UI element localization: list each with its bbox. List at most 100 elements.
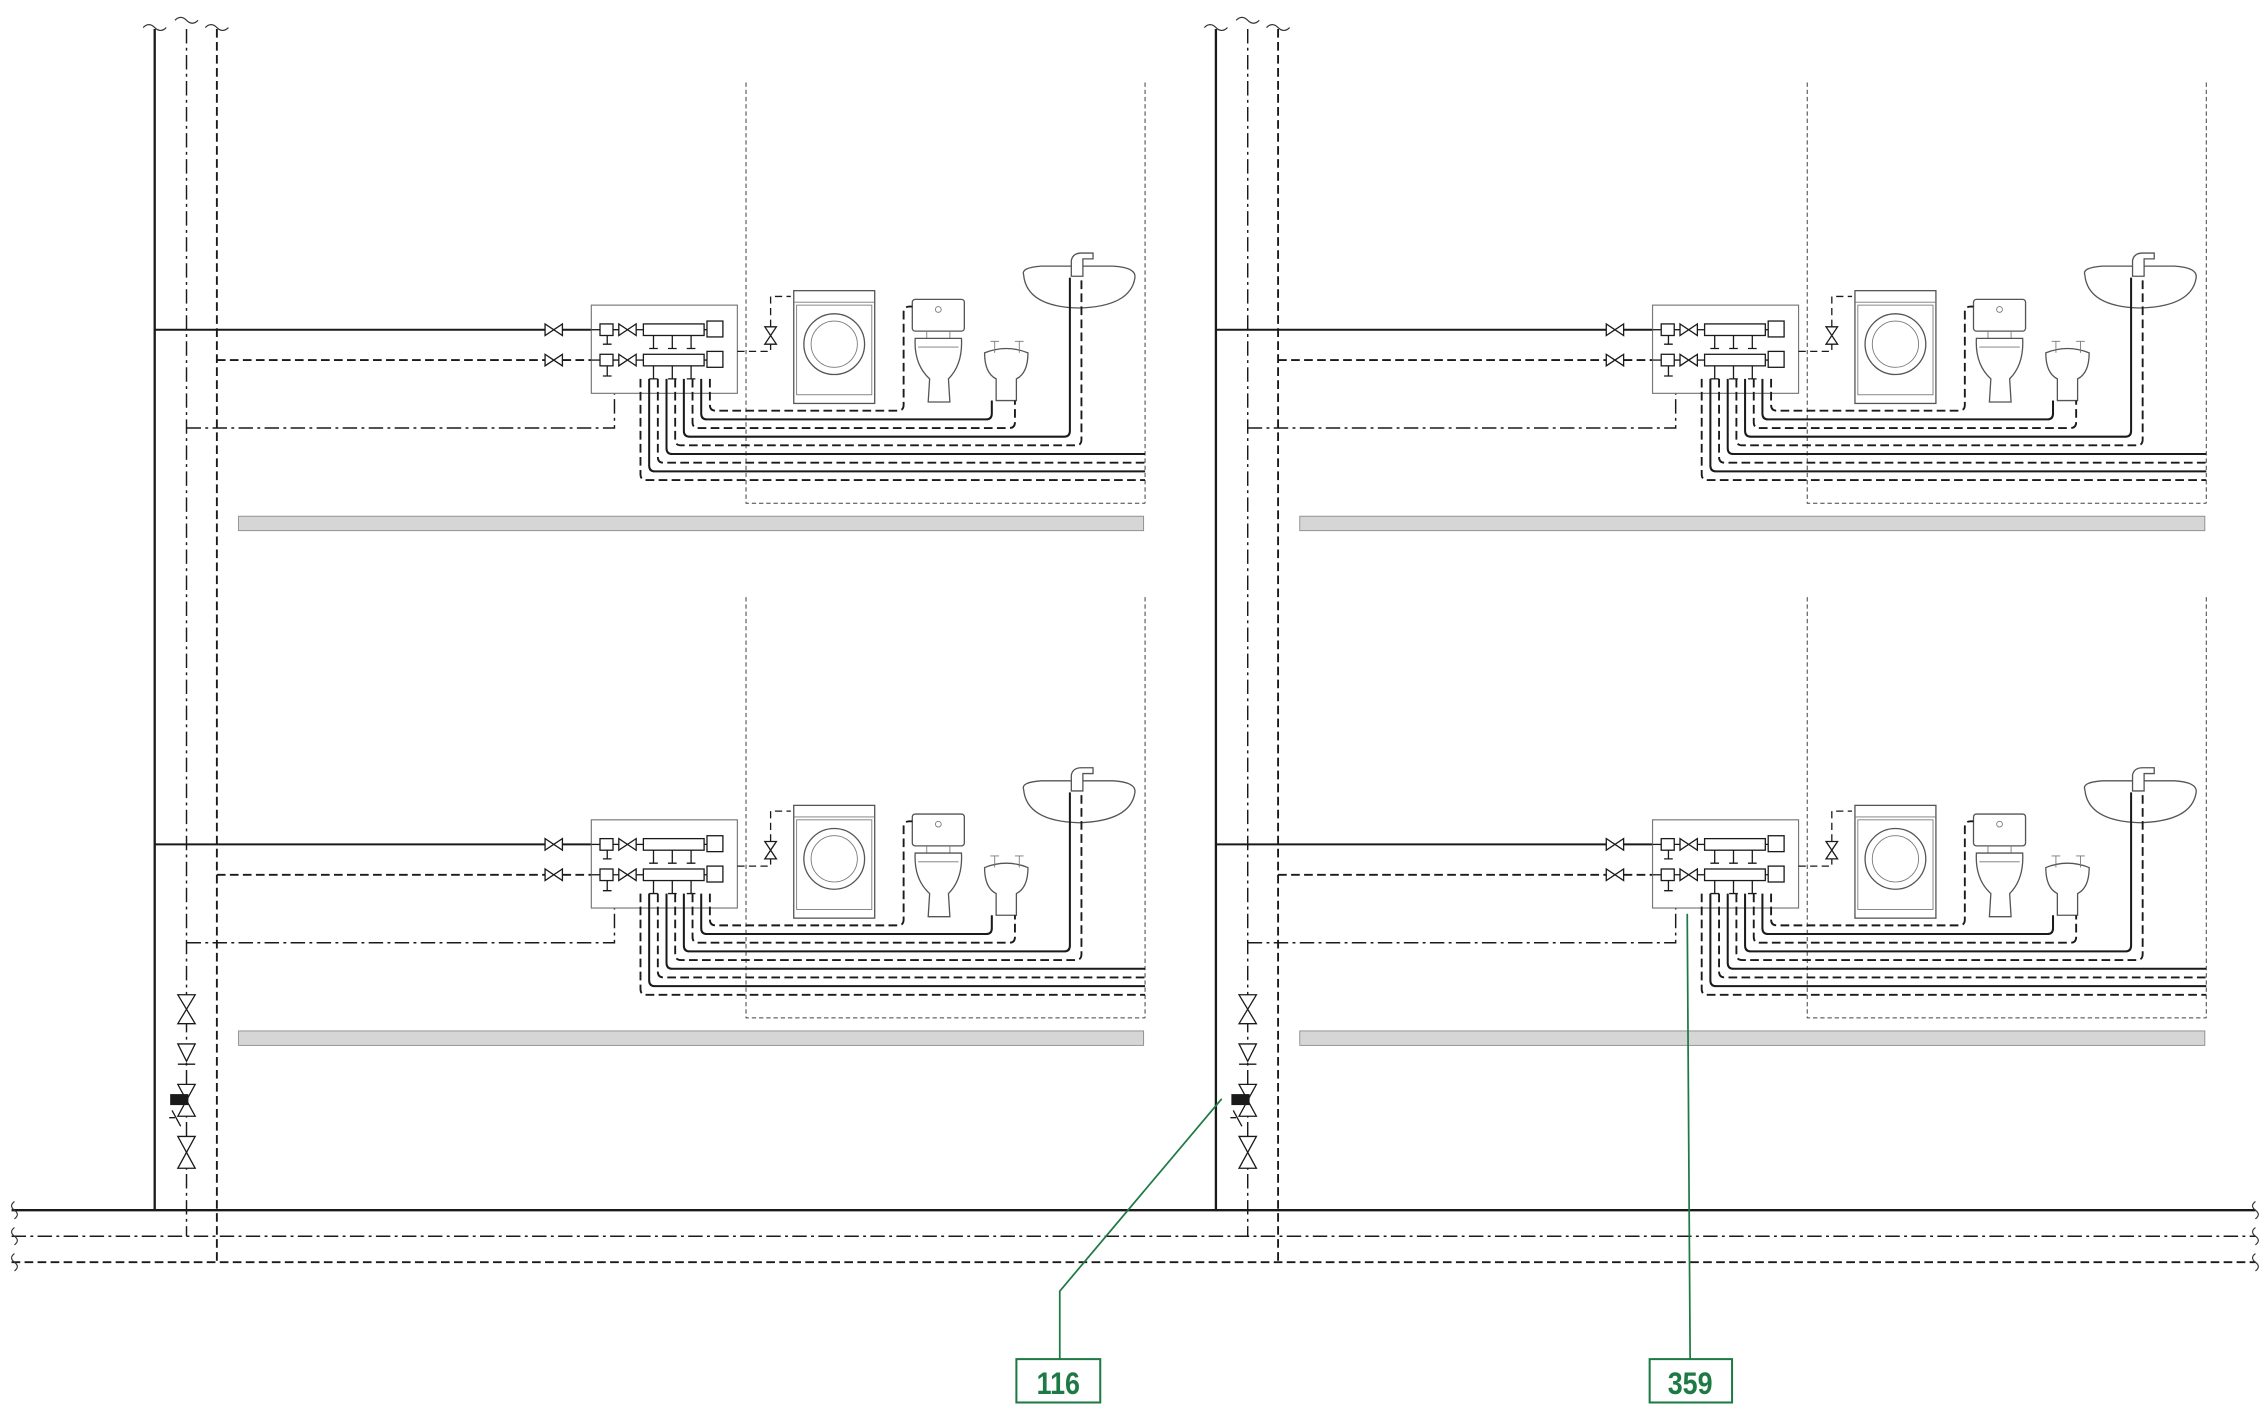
gate-valve-icon [1824,326,1839,345]
washbasin-cold-pipe [1744,792,2133,953]
manifold-hot-stub [602,874,619,892]
through-hot-pipe [656,893,1146,979]
distribution-pipes [1700,792,2207,996]
washing-machine-icon [793,290,876,405]
toilet-icon [911,813,965,918]
toilet-bowl [914,852,963,918]
toilet-supply-pipe [708,820,913,927]
callout-359: 359 [1648,913,1734,1404]
washbasin-bowl [1022,265,1136,309]
manifold-icon [590,304,738,394]
gate-valve-icon [618,322,637,337]
riser-break-mark [1266,24,1291,32]
bidet-taps [990,340,1024,353]
bidet-taps [990,855,1024,868]
washbasin-cold-pipe [682,277,1071,438]
bidet-cold-pipe [1761,378,2055,421]
toilet-supply-pipe [1770,820,1974,927]
washer-supply-pipe [737,810,791,867]
bidet-icon [2045,855,2090,916]
washer-door-glass [1871,835,1919,883]
callout-label: 359 [1668,1365,1713,1401]
main-break-mark-left [10,1201,18,1272]
washbasin-icon [1022,252,1136,309]
toilet-bowl [914,337,963,403]
reducer-spring [1230,1110,1243,1127]
manifold-hot-union [599,353,614,367]
washbasin-bowl [1022,780,1136,824]
washer-front [1857,819,1934,910]
through-hot-pipe [656,378,1146,464]
gate-valve-icon [763,840,778,860]
manifold-cold-stub [602,329,619,345]
toilet-flush-button [1996,820,2003,828]
manifold-hot-outlets [1710,359,1769,380]
gate-valve-icon [1679,322,1699,337]
washbasin-icon [1022,767,1136,824]
gate-valve-icon [544,837,564,852]
manifold-hot-bar [1703,353,1766,367]
gate-valve-icon [1605,353,1625,368]
washbasin-faucet [2131,252,2155,277]
through-cold-pipe [1709,378,2207,473]
washer-door-glass [810,320,858,368]
washbasin-hot-pipe [1735,277,2144,447]
gate-valve-icon [176,1135,197,1169]
toilet-tank-neck [926,331,951,339]
manifold-icon [1651,304,1800,394]
bidet-hot-pipe [1752,893,2078,944]
washbasin-bowl [2083,265,2197,309]
manifold-cold-union [599,837,614,851]
manifold-cold-outlets [649,329,707,350]
callout-label: 116 [1037,1365,1080,1401]
manifold-hot-vent [1767,350,1785,368]
riser-break-mark [1235,16,1260,24]
through-cold-pipe [1726,378,2207,456]
manifold-hot-bar [1703,868,1766,882]
riser-valve-stack [169,994,197,1169]
floor-slab [1299,1030,2206,1046]
gate-valve-icon [1605,837,1625,852]
manifold-cold-outlets [1710,329,1769,350]
bidet-cold-pipe [700,893,993,936]
gate-valve-icon [1605,867,1625,882]
gate-valve-icon [544,322,564,337]
washbasin-icon [2083,767,2197,824]
manifold-cold-outlets [649,843,707,864]
manifold-cold-stub [602,843,619,860]
toilet-flush-button [934,306,942,313]
manifold-icon [1651,819,1800,909]
reducer-spring [169,1110,182,1127]
distribution-pipes [1700,277,2207,482]
gate-valve-icon [1679,837,1699,852]
gate-valve-icon [1679,353,1699,368]
bathroom-unit-right-upper [1215,82,2207,532]
manifold-cold-bar [1703,323,1766,337]
horizontal-mains [10,1201,2259,1272]
bidet-icon [983,340,1029,402]
manifold-hot-stub [1664,359,1681,377]
riser-break-mark [204,24,229,32]
callout-box [1648,1358,1734,1404]
bidet-hot-pipe [691,378,1016,429]
callouts: 116 359 [1015,913,1734,1404]
bidet-icon [2045,340,2090,402]
washing-machine-icon [793,804,876,919]
floor-slab [238,515,1145,532]
bidet-bowl [2045,347,2090,402]
washer-front [1857,304,1934,396]
manifold-hot-stub [602,359,619,377]
manifold-hot-union [1660,868,1675,882]
washer-door [1864,827,1927,890]
manifold-hot-union [599,868,614,882]
check-valve-body [176,1043,197,1063]
toilet-bowl [1975,337,2024,403]
callout-116: 116 [1015,1098,1223,1404]
gate-valve-icon [544,353,564,368]
gate-valve-icon [618,837,637,852]
toilet-bowl [1975,852,2024,918]
bidet-bowl [983,862,1029,916]
manifold-hot-outlets [1710,874,1769,895]
toilet-tank [1972,298,2027,332]
